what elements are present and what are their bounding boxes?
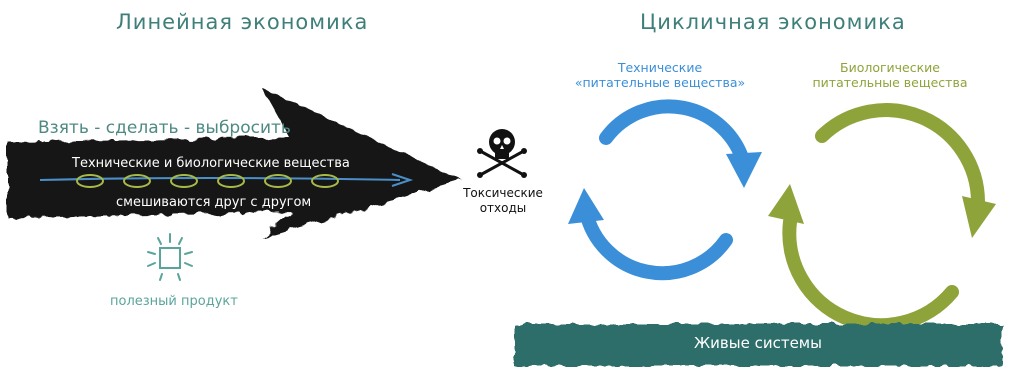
- living-systems-band: [514, 324, 1002, 366]
- mixed-material-ovals: [76, 174, 339, 188]
- toxic-waste-line2: отходы: [479, 201, 527, 215]
- skull-crossbones-icon: [477, 129, 527, 178]
- biological-label-line2: питательные вещества: [812, 75, 968, 90]
- useful-product-label: полезный продукт: [110, 294, 238, 309]
- technical-cycle-arrows: [568, 99, 762, 281]
- technical-label-line1: Технические: [617, 60, 703, 75]
- linear-arrow: [8, 88, 462, 238]
- toxic-waste-label: Токсические отходы: [458, 186, 548, 216]
- arrow-text-line2: смешиваются друг с другом: [116, 195, 312, 210]
- biological-label-line1: Биологические: [840, 60, 940, 75]
- technical-nutrients-label: Технические «питательные вещества»: [560, 60, 760, 90]
- linear-economy-title: Линейная экономика: [116, 10, 369, 34]
- take-make-dispose-label: Взять - сделать - выбросить: [38, 118, 291, 138]
- biological-nutrients-label: Биологические питательные вещества: [790, 60, 990, 90]
- toxic-waste-line1: Токсические: [463, 186, 543, 200]
- arrow-text-line1: Технические и биологические вещества: [72, 156, 350, 171]
- biological-cycle-arrows: [768, 103, 996, 332]
- living-systems-label: Живые системы: [694, 334, 822, 352]
- technical-label-line2: «питательные вещества»: [574, 75, 746, 90]
- circular-economy-title: Цикличная экономика: [640, 10, 906, 34]
- product-icon: [147, 233, 193, 281]
